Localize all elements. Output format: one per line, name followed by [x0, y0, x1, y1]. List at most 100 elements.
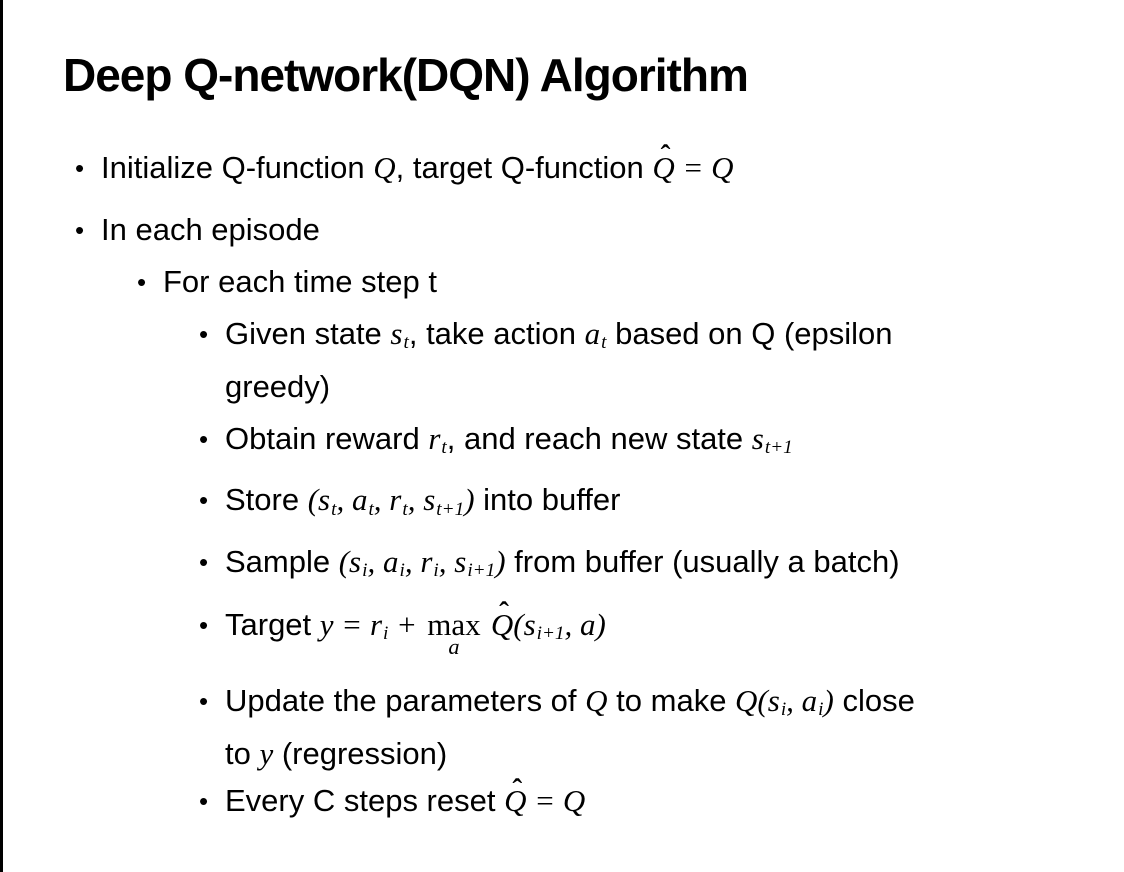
slide-title: Deep Q-network(DQN) Algorithm — [63, 49, 749, 101]
math-segment: (s — [338, 543, 362, 579]
math-subscript: i — [399, 559, 405, 581]
text-segment: based on Q (epsilon — [606, 316, 893, 351]
bullet-line: • Initialize Q-function Q, target Q-funct… — [3, 140, 1124, 190]
math-segment: ) — [464, 482, 475, 518]
math-subscript: t+1 — [436, 498, 465, 520]
bullet-text: to y (regression) — [225, 732, 447, 776]
math-segment: s — [751, 421, 764, 457]
text-segment: , and reach new state — [446, 421, 752, 457]
text-segment: Given state — [225, 316, 391, 351]
math-subscript: i — [818, 699, 824, 721]
text-segment: into buffer — [474, 482, 621, 518]
bullet-text: Store (st, at, rt, st+1) into buffer — [225, 478, 620, 531]
bullet-text: Initialize Q-function Q, target Q-functi… — [101, 140, 734, 190]
bullet-line: • For each time step t — [3, 260, 1124, 304]
math-segment: ) — [823, 683, 834, 719]
text-segment: greedy) — [225, 369, 331, 405]
math-segment: y = r — [319, 606, 383, 642]
text-segment: , take action — [408, 316, 585, 351]
bullet-text: For each time step t — [163, 260, 437, 304]
math-segment: = Q — [526, 783, 586, 819]
bullet-line: • In each episode — [3, 208, 1124, 252]
bullet-text: Sample (si, ai, ri, si+1) from buffer (u… — [225, 540, 900, 593]
math-segment: , r — [404, 543, 433, 579]
math-segment: , r — [373, 482, 402, 518]
text-segment: Every C steps reset — [225, 783, 505, 819]
bullet-marker-icon: • — [75, 215, 85, 245]
text-segment: , target Q-function — [395, 150, 653, 185]
bullet-marker-icon: • — [199, 609, 209, 640]
bullet-line: greedy) — [3, 365, 1124, 409]
math-subscript: i+1 — [467, 559, 496, 581]
text-segment: In each episode — [101, 212, 320, 247]
text-segment: Initialize Q-function — [101, 150, 374, 185]
math-segment: = Q — [674, 150, 734, 185]
bullet-line: •Given state st, take action at based on… — [3, 312, 1124, 365]
math-subscript: t — [601, 332, 607, 354]
bullet-line: • Sample (si, ai, ri, si+1) from buffer (… — [3, 540, 1124, 593]
bullet-line: • Obtain reward rt, and reach new state s… — [3, 417, 1124, 470]
math-segment: + — [388, 606, 425, 642]
math-segment: s — [390, 316, 403, 351]
bullet-marker-icon: • — [199, 485, 209, 516]
math-subscript: i+1 — [536, 623, 565, 645]
bullet-text: Given state st, take action at based on … — [225, 312, 893, 365]
math-subscript: t — [402, 498, 408, 520]
text-segment: For each time step t — [163, 264, 437, 299]
bullet-text: In each episode — [101, 208, 320, 252]
math-subscript: t — [368, 498, 374, 520]
bullet-marker-icon: • — [199, 319, 209, 349]
bullet-marker-icon: • — [199, 786, 209, 817]
text-segment: Obtain reward — [225, 421, 429, 457]
math-segment: Q — [585, 683, 608, 719]
bullet-marker-icon: • — [199, 686, 209, 717]
bullet-marker-icon: • — [137, 267, 147, 297]
math-segment: Q — [373, 150, 396, 185]
math-segment: , a — [336, 482, 368, 518]
math-segment: (s — [513, 606, 536, 642]
text-segment: Store — [225, 482, 308, 518]
math-segment — [483, 607, 491, 642]
math-segment: Q(s — [735, 683, 780, 719]
math-segment: a — [584, 316, 601, 351]
text-segment: close — [833, 683, 915, 719]
math-subscript: i — [780, 699, 787, 721]
math-segment: (s — [307, 482, 331, 518]
bullet-marker-icon: • — [75, 153, 85, 183]
math-subscript: i — [383, 623, 389, 645]
math-segment: , s — [407, 482, 436, 518]
math-subscript: i — [433, 559, 439, 581]
bullet-text: Update the parameters of Q to make Q(si,… — [225, 679, 915, 732]
math-segment: ) — [495, 543, 506, 579]
bullet-text: Obtain reward rt, and reach new state st… — [225, 417, 793, 470]
math-segment: , a) — [564, 606, 606, 642]
bullet-line: •Store (st, at, rt, st+1) into buffer — [3, 478, 1124, 531]
bullet-text: greedy) — [225, 365, 330, 409]
math-subscript: i — [362, 559, 368, 581]
text-segment: Update the parameters of — [225, 683, 586, 719]
text-segment: (regression) — [273, 736, 448, 772]
bullet-marker-icon: • — [199, 546, 209, 577]
math-segment: r — [428, 421, 441, 457]
math-segment: , a — [367, 543, 399, 579]
bullet-line: • Update the parameters of Q to make Q(si… — [3, 679, 1124, 732]
bullet-list: •Initialize Q-function Q, target Q-funct… — [3, 140, 1124, 823]
bullet-marker-icon: • — [199, 424, 209, 455]
math-subscript: t — [441, 437, 447, 459]
math-segment: , a — [786, 683, 818, 719]
math-segment: , s — [438, 543, 467, 579]
text-segment: from buffer (usually a batch) — [505, 543, 900, 579]
text-segment: to — [225, 736, 260, 772]
bullet-line: to y (regression) — [3, 732, 1124, 776]
text-segment: Target — [225, 606, 320, 642]
math-subscript: t+1 — [764, 437, 793, 459]
